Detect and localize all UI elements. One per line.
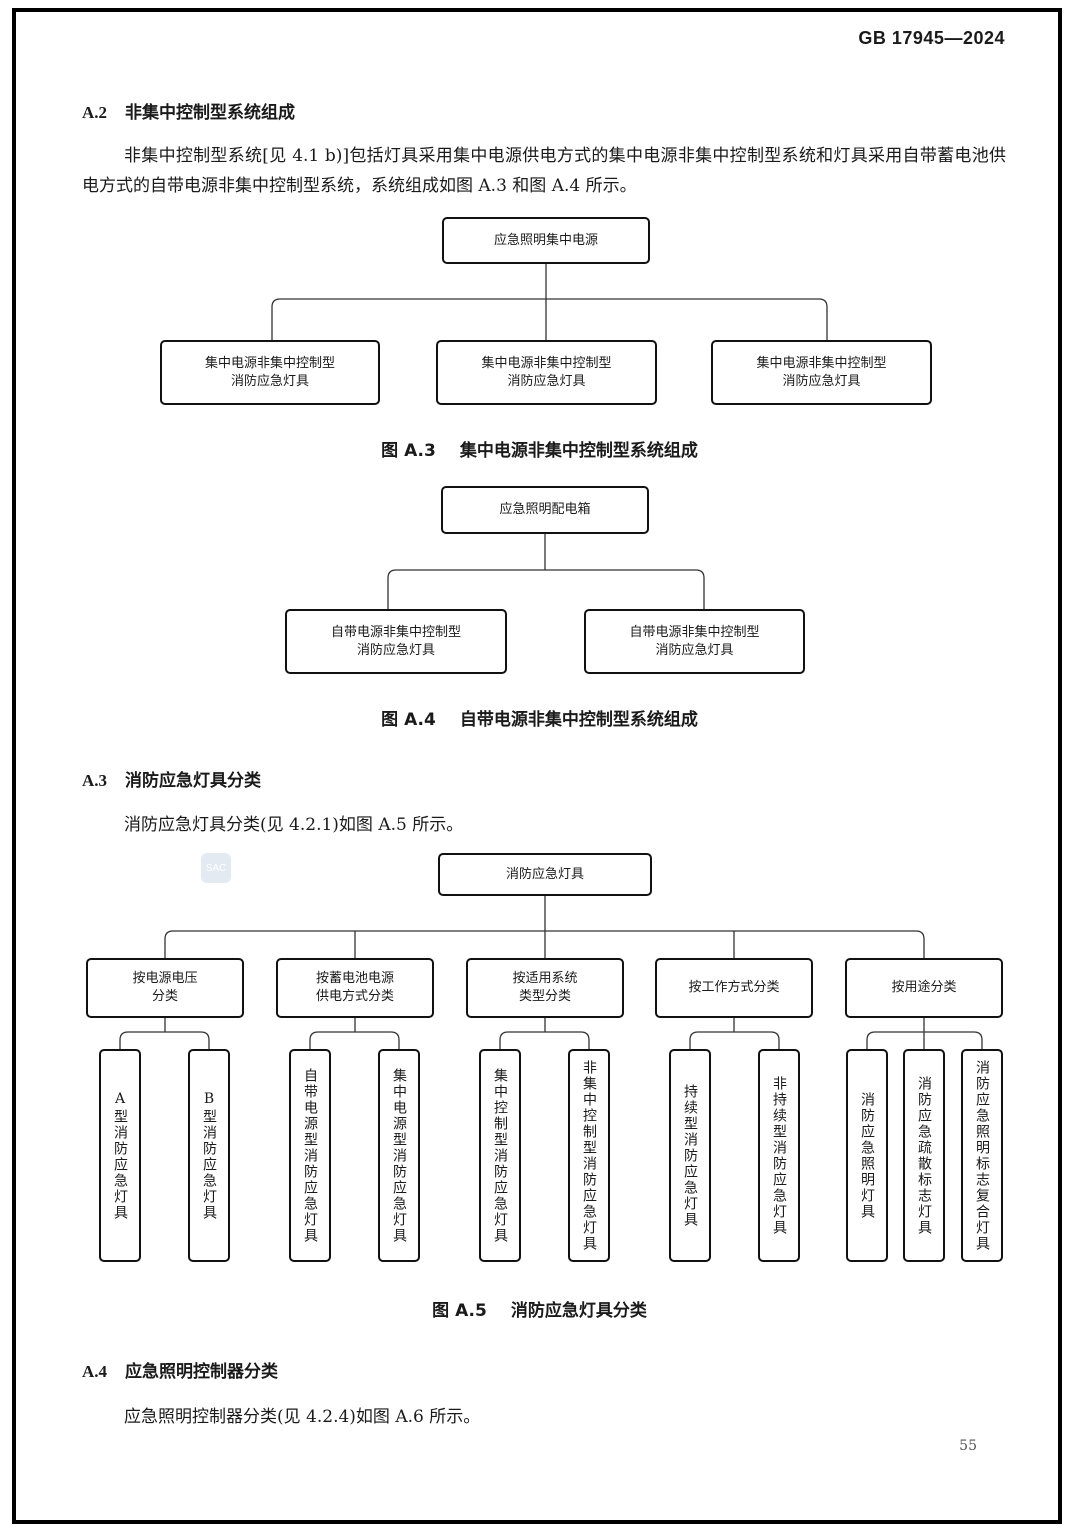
figure-title: 自带电源非集中控制型系统组成 bbox=[459, 710, 698, 730]
leaf-label: 集中电源型消防应急灯具 bbox=[391, 1067, 407, 1244]
fig-a5-leaf-box: 自带电源型消防应急灯具 bbox=[289, 1049, 331, 1262]
fig-a5-leaf-box: 集中电源型消防应急灯具 bbox=[378, 1049, 420, 1262]
figure-title: 集中电源非集中控制型系统组成 bbox=[459, 441, 698, 461]
sac-watermark-logo: SAC bbox=[201, 853, 231, 883]
section-heading-a2: A.2 非集中控制型系统组成 bbox=[82, 98, 295, 123]
section-title: 消防应急灯具分类 bbox=[125, 771, 262, 791]
figure-label: 图 A.3 bbox=[381, 441, 436, 461]
fig-a5-category-box: 按电源电压 分类 bbox=[86, 958, 244, 1018]
fig-a5-leaf-box: A型消防应急灯具 bbox=[99, 1049, 141, 1262]
fig-a5-leaf-box: 持续型消防应急灯具 bbox=[669, 1049, 711, 1262]
fig-a5-leaf-box: 消防应急照明标志复合灯具 bbox=[961, 1049, 1003, 1262]
section-number: A.2 bbox=[82, 103, 108, 122]
fig-a5-category-box: 按适用系统 类型分类 bbox=[466, 958, 624, 1018]
leaf-label: 消防应急疏散标志灯具 bbox=[916, 1075, 932, 1236]
standard-number: GB 17945—2024 bbox=[858, 28, 1005, 48]
fig-a4-root-box: 应急照明配电箱 bbox=[441, 486, 649, 534]
section-heading-a4: A.4 应急照明控制器分类 bbox=[82, 1357, 278, 1382]
fig-a5-category-box: 按用途分类 bbox=[845, 958, 1003, 1018]
figure-label: 图 A.5 bbox=[432, 1301, 487, 1321]
page-number: 55 bbox=[959, 1438, 977, 1454]
fig-a5-leaf-box: B型消防应急灯具 bbox=[188, 1049, 230, 1262]
section-heading-a3: A.3 消防应急灯具分类 bbox=[82, 766, 261, 791]
fig-a3-child-box: 集中电源非集中控制型 消防应急灯具 bbox=[711, 340, 932, 405]
fig-a5-leaf-box: 消防应急疏散标志灯具 bbox=[903, 1049, 945, 1262]
section-paragraph-a4: 应急照明控制器分类(见 4.2.4)如图 A.6 所示。 bbox=[124, 1407, 481, 1427]
fig-a5-category-box: 按工作方式分类 bbox=[655, 958, 813, 1018]
fig-a5-root-box: 消防应急灯具 bbox=[438, 853, 652, 896]
leaf-label: 非集中控制型消防应急灯具 bbox=[581, 1059, 597, 1252]
fig-a5-leaf-box: 消防应急照明灯具 bbox=[846, 1049, 888, 1262]
section-paragraph-a2: 非集中控制型系统[见 4.1 b)]包括灯具采用集中电源供电方式的集中电源非集中… bbox=[82, 146, 1006, 196]
leaf-label: B型消防应急灯具 bbox=[201, 1090, 217, 1221]
leaf-label: 非持续型消防应急灯具 bbox=[771, 1075, 787, 1236]
fig-a5-leaf-box: 非集中控制型消防应急灯具 bbox=[568, 1049, 610, 1262]
fig-a3-root-box: 应急照明集中电源 bbox=[442, 217, 650, 264]
fig-a3-child-box: 集中电源非集中控制型 消防应急灯具 bbox=[160, 340, 380, 405]
figure-title: 消防应急灯具分类 bbox=[510, 1301, 647, 1321]
leaf-label: 集中控制型消防应急灯具 bbox=[492, 1067, 508, 1244]
leaf-label: 消防应急照明标志复合灯具 bbox=[974, 1059, 990, 1252]
fig-a4-child-box: 自带电源非集中控制型 消防应急灯具 bbox=[285, 609, 507, 674]
figure-label: 图 A.4 bbox=[381, 710, 436, 730]
fig-a3-caption: 图 A.3 集中电源非集中控制型系统组成 bbox=[0, 436, 1079, 461]
fig-a3-child-box: 集中电源非集中控制型 消防应急灯具 bbox=[436, 340, 657, 405]
section-title: 应急照明控制器分类 bbox=[125, 1362, 279, 1382]
section-number: A.4 bbox=[82, 1362, 108, 1381]
leaf-label: 自带电源型消防应急灯具 bbox=[302, 1067, 318, 1244]
fig-a5-leaf-box: 非持续型消防应急灯具 bbox=[758, 1049, 800, 1262]
fig-a4-child-box: 自带电源非集中控制型 消防应急灯具 bbox=[584, 609, 805, 674]
page-frame bbox=[12, 8, 1062, 1524]
leaf-label: 消防应急照明灯具 bbox=[859, 1091, 875, 1220]
fig-a5-leaf-box: 集中控制型消防应急灯具 bbox=[479, 1049, 521, 1262]
fig-a5-caption: 图 A.5 消防应急灯具分类 bbox=[0, 1296, 1079, 1321]
fig-a5-category-box: 按蓄电池电源 供电方式分类 bbox=[276, 958, 434, 1018]
leaf-label: A型消防应急灯具 bbox=[112, 1090, 128, 1221]
section-number: A.3 bbox=[82, 771, 108, 790]
section-title: 非集中控制型系统组成 bbox=[125, 103, 296, 123]
leaf-label: 持续型消防应急灯具 bbox=[682, 1083, 698, 1228]
section-paragraph-a3: 消防应急灯具分类(见 4.2.1)如图 A.5 所示。 bbox=[124, 815, 464, 835]
fig-a4-caption: 图 A.4 自带电源非集中控制型系统组成 bbox=[0, 705, 1079, 730]
